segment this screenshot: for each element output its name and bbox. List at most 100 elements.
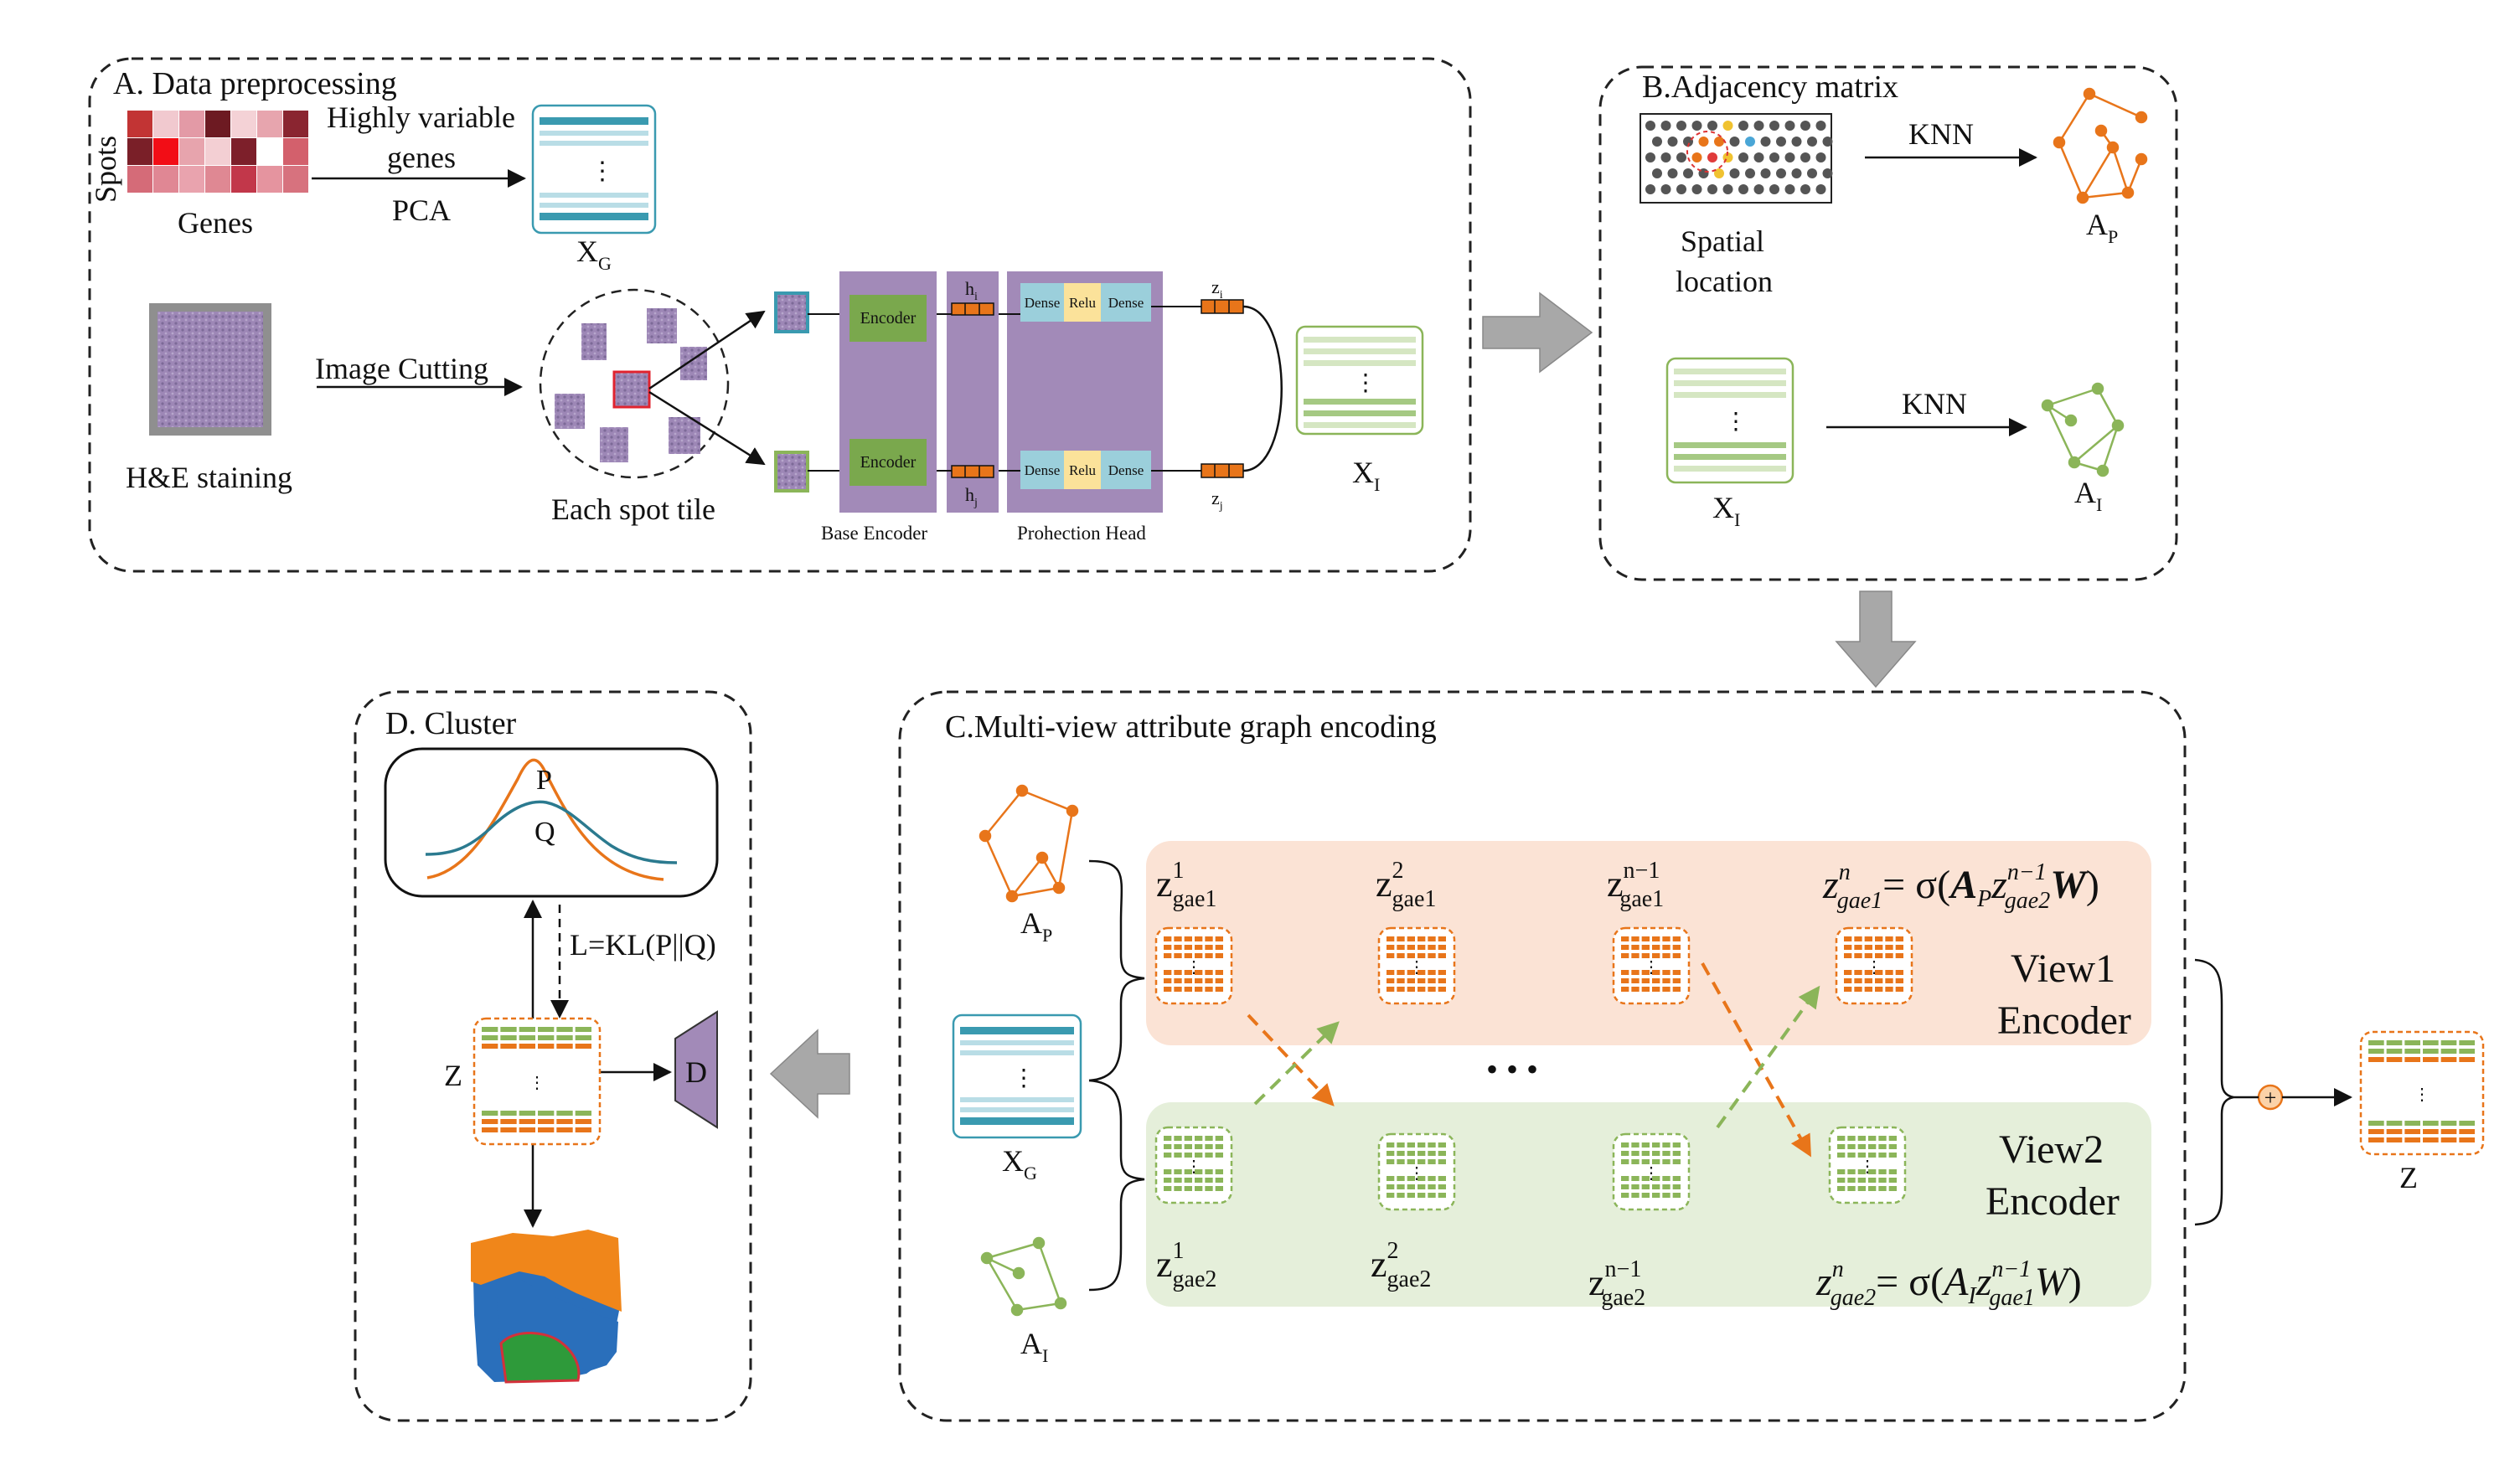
hj-label: hj (965, 484, 978, 509)
spatial-spot-dot (1660, 121, 1671, 131)
spatial-spot-dot (1815, 152, 1826, 162)
spots-axis-label: Spots (89, 136, 122, 203)
base-encoder-label: Base Encoder (821, 523, 927, 544)
green-cluster-region (499, 1331, 581, 1384)
tile-input-i (774, 291, 809, 333)
loss-label: L=KL(P||Q) (570, 928, 716, 962)
xg-label-c: XG (1002, 1144, 1037, 1184)
spatial-spot-dot (1745, 168, 1755, 178)
embedding-tile-icon: ⋮ (1835, 926, 1913, 1005)
spatial-spot-dot (1676, 152, 1686, 162)
ellipsis-dots: • • • (1486, 1050, 1538, 1088)
spatial-spot-dot (1776, 168, 1786, 178)
dense-label-2: Dense (1108, 295, 1144, 311)
arrow-b-to-c (1835, 591, 1917, 689)
spatial-spot-dot (1676, 121, 1686, 131)
spatial-label-line1: Spatial (1681, 224, 1764, 258)
panel-b-adjacency-matrix: B.Adjacency matrix Spatial location KNN … (1598, 65, 2178, 581)
spatial-spot-dot (1683, 168, 1693, 178)
tile-ellipsis: ⋮ (1859, 1158, 1876, 1176)
embedding-tile-icon: ⋮ (1377, 926, 1456, 1005)
spatial-spot-dot (1645, 152, 1655, 162)
spatial-spot-dot (1645, 184, 1655, 194)
panel-a-title: A. Data preprocessing (113, 66, 397, 101)
zj-label: zj (1211, 487, 1223, 513)
spatial-spot-dot (1753, 121, 1764, 131)
embedding-tile-icon: ⋮ (1377, 1132, 1456, 1211)
spatial-spot-dot (1729, 168, 1740, 178)
spatial-spot-dot (1691, 152, 1702, 162)
xg-label: XG (576, 235, 612, 274)
spatial-spot-dot (1691, 121, 1702, 131)
spatial-spot-dot (1691, 184, 1702, 194)
spatial-location-grid (1640, 113, 1833, 204)
projection-head-label: Prohection Head (1017, 523, 1146, 544)
spatial-spot-dot (1652, 137, 1662, 147)
relu-label-2: Relu (1069, 462, 1097, 478)
spatial-spot-dot (1800, 184, 1810, 194)
view2-label-line2: Encoder (1986, 1179, 2120, 1224)
spatial-label-line2: location (1676, 265, 1773, 298)
output-z-label: Z (2399, 1161, 2418, 1194)
spatial-spot-dot (1800, 121, 1810, 131)
base-encoder-block: Encoder Encoder (839, 271, 937, 513)
spatial-spot-dot (1769, 121, 1779, 131)
dense-label-1: Dense (1025, 295, 1060, 311)
spatial-spot-dot (1760, 137, 1771, 147)
h-representation-block (947, 271, 999, 513)
spatial-spot-dot (1714, 168, 1724, 178)
spatial-spot-dot (1769, 184, 1779, 194)
xi-label-b: XI (1712, 491, 1740, 530)
hvg-label-line1: Highly variable (327, 101, 515, 134)
panel-d-cluster: D. Cluster P Q L=KL(P||Q) Z D (354, 690, 752, 1422)
tile-ellipsis: ⋮ (1185, 1158, 1202, 1176)
spatial-spot-dot (1652, 168, 1662, 178)
xg-matrix-icon: ⋮ (531, 104, 657, 235)
spatial-spot-dot (1815, 184, 1826, 194)
ap-graph-c (979, 784, 1079, 903)
arrow-a-to-b (1482, 291, 1593, 374)
xi-ellipsis-b: ⋮ (1724, 409, 1748, 435)
panel-c-multiview-encoding: C.Multi-view attribute graph encoding AP… (898, 690, 2418, 1422)
xi-matrix-icon-b: ⋮ (1665, 357, 1794, 484)
tile-ellipsis: ⋮ (1408, 1164, 1425, 1183)
d-label: D (685, 1055, 707, 1089)
ai-label-c: AI (1020, 1327, 1048, 1366)
spot-tiles-circle (539, 288, 730, 479)
concat-plus-sign: + (2264, 1086, 2277, 1110)
tile-ellipsis: ⋮ (1866, 958, 1882, 977)
relu-label-1: Relu (1069, 295, 1097, 311)
xg-matrix-icon-c: ⋮ (952, 1013, 1082, 1139)
spatial-spot-dot (1660, 152, 1671, 162)
spatial-spot-dot (1753, 184, 1764, 194)
ai-graph-c (980, 1236, 1067, 1317)
xg-ellipsis-c: ⋮ (1012, 1065, 1035, 1091)
spatial-spot-dot (1784, 152, 1795, 162)
spatial-spot-dot (1667, 137, 1678, 147)
zi-vector (1201, 299, 1244, 314)
spatial-spot-dot (1667, 168, 1678, 178)
xi-matrix-icon: ⋮ (1295, 325, 1424, 436)
ai-label-b: AI (2074, 476, 2102, 515)
embedding-tile-icon: ⋮ (1828, 1126, 1907, 1204)
panel-a-data-preprocessing: A. Data preprocessing Spots Genes Highly… (88, 57, 1472, 573)
spatial-spot-dot (1769, 152, 1779, 162)
spatial-spot-dot (1776, 137, 1786, 147)
p-label: P (536, 765, 552, 796)
arrow-c-to-d (769, 1029, 850, 1119)
embedding-tile-icon: ⋮ (2359, 1030, 2485, 1156)
embedding-tile-icon: ⋮ (472, 1017, 602, 1146)
tile-ellipsis: ⋮ (2414, 1086, 2430, 1104)
z-label-d: Z (444, 1059, 462, 1092)
tile-ellipsis: ⋮ (1643, 958, 1660, 977)
hvg-label-line2: genes (387, 141, 456, 174)
he-staining-label: H&E staining (126, 461, 292, 494)
embedding-tile-icon: ⋮ (1612, 1132, 1691, 1211)
